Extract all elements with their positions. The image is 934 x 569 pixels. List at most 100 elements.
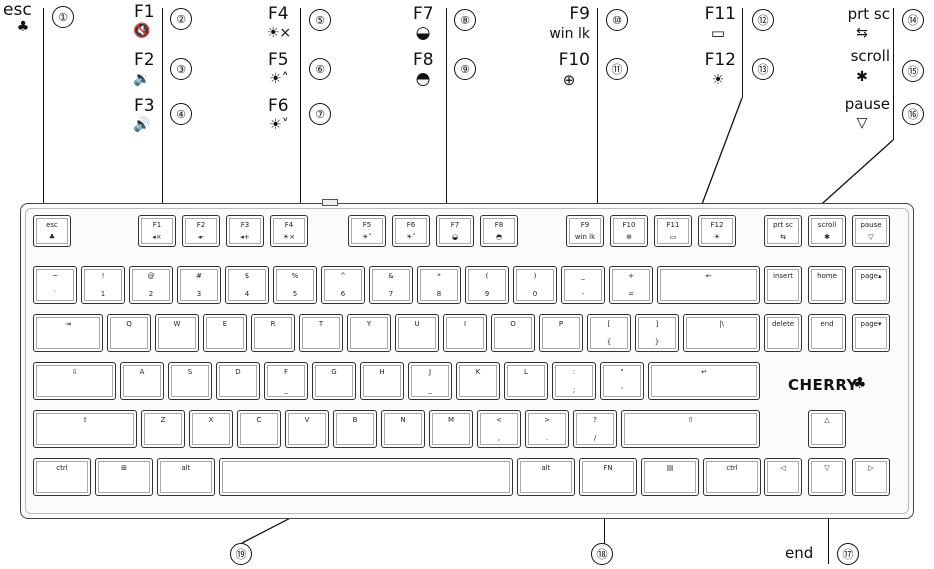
key-symbol[interactable]: ▽ (808, 458, 846, 496)
key-symbol[interactable]: "' (600, 362, 644, 400)
key-r[interactable]: R (251, 314, 295, 352)
key-f3[interactable]: F3◂+ (226, 215, 264, 247)
key-symbol[interactable]: <, (477, 410, 521, 448)
key-symbol[interactable]: )0 (513, 266, 557, 304)
key-legend-bottom: 6 (340, 290, 346, 298)
key-f8[interactable]: F8◓ (480, 215, 518, 247)
key-ctrl[interactable]: ctrl (703, 458, 761, 496)
key-f11[interactable]: F11▭ (654, 215, 692, 247)
key-d[interactable]: D (216, 362, 260, 400)
key-legend-top: FN (603, 464, 613, 472)
key-symbol[interactable]: ⊞ (95, 458, 153, 496)
key-f6[interactable]: F6☀˅ (392, 215, 430, 247)
key-l[interactable]: L (504, 362, 548, 400)
key-symbol[interactable]: ← (657, 266, 760, 304)
key-pause[interactable]: pause▽ (852, 215, 890, 247)
key-symbol[interactable]: ⇧ (33, 410, 137, 448)
key-symbol[interactable]: ⇩ (33, 362, 116, 400)
key-f4[interactable]: F4☀× (270, 215, 308, 247)
key-symbol[interactable]: △ (808, 410, 846, 448)
key-end[interactable]: end (808, 314, 846, 352)
key-page[interactable]: page▾ (852, 314, 890, 352)
key-legend-top: C (256, 416, 262, 424)
key-legend-top: ⇧ (82, 416, 88, 424)
key-alt[interactable]: alt (157, 458, 215, 496)
key-scroll[interactable]: scroll✱ (808, 215, 846, 247)
key-symbol[interactable]: #3 (177, 266, 221, 304)
key-page[interactable]: page▴ (852, 266, 890, 304)
key-m[interactable]: M (429, 410, 473, 448)
key-n[interactable]: N (381, 410, 425, 448)
key-symbol[interactable]: !1 (81, 266, 125, 304)
callout-label-f2: F2 (134, 50, 155, 70)
key-symbol[interactable]: += (609, 266, 653, 304)
key-i[interactable]: I (443, 314, 487, 352)
key-c[interactable]: C (237, 410, 281, 448)
key-symbol[interactable]: ⇧ (621, 410, 760, 448)
key-f1[interactable]: F1◂× (138, 215, 176, 247)
key-v[interactable]: V (285, 410, 329, 448)
key-p[interactable]: P (539, 314, 583, 352)
key-legend-top: E (222, 320, 228, 328)
key-symbol[interactable]: >. (525, 410, 569, 448)
key-o[interactable]: O (491, 314, 535, 352)
key-symbol[interactable]: _- (561, 266, 605, 304)
key-f[interactable]: F_ (264, 362, 308, 400)
key-legend-top: F1 (152, 221, 162, 229)
key-blank[interactable] (219, 458, 513, 496)
key-legend-top: page▾ (860, 320, 882, 328)
key-symbol[interactable]: ~` (33, 266, 77, 304)
key-symbol[interactable]: @2 (129, 266, 173, 304)
key-f5[interactable]: F5☀˄ (348, 215, 386, 247)
key-symbol[interactable]: $4 (225, 266, 269, 304)
key-g[interactable]: G (312, 362, 356, 400)
key-j[interactable]: J_ (408, 362, 452, 400)
key-s[interactable]: S (168, 362, 212, 400)
key-fn[interactable]: FN (579, 458, 637, 496)
key-f7[interactable]: F7◒ (436, 215, 474, 247)
key-symbol[interactable]: *8 (417, 266, 461, 304)
key-legend-bottom: { (606, 338, 612, 346)
key-u[interactable]: U (395, 314, 439, 352)
key-symbol[interactable]: ⇥ (33, 314, 103, 352)
key-a[interactable]: A (120, 362, 164, 400)
key-home[interactable]: home (808, 266, 846, 304)
key-symbol[interactable]: (9 (465, 266, 509, 304)
key-f10[interactable]: F10⊕ (610, 215, 648, 247)
key-symbol[interactable]: ◁ (764, 458, 802, 496)
key-esc[interactable]: esc♣ (33, 215, 71, 247)
key-prt-sc[interactable]: prt sc⇆ (764, 215, 802, 247)
key-symbol[interactable]: &7 (369, 266, 413, 304)
key-symbol[interactable]: |\ (683, 314, 760, 352)
key-symbol[interactable]: ▷ (852, 458, 890, 496)
key-w[interactable]: W (155, 314, 199, 352)
key-f12[interactable]: F12☀ (698, 215, 736, 247)
key-h[interactable]: H (360, 362, 404, 400)
key-x[interactable]: X (189, 410, 233, 448)
key-symbol[interactable]: ^6 (321, 266, 365, 304)
key-symbol[interactable]: ]} (635, 314, 679, 352)
key-y[interactable]: Y (347, 314, 391, 352)
key-alt[interactable]: alt (517, 458, 575, 496)
key-symbol[interactable]: ▤ (641, 458, 699, 496)
key-b[interactable]: B (333, 410, 377, 448)
globe-icon: ⊕ (562, 71, 576, 89)
callout-label-f1: F1 (134, 2, 155, 22)
key-symbol[interactable]: [{ (587, 314, 631, 352)
key-symbol[interactable]: :; (552, 362, 596, 400)
key-legend-bottom: 4 (244, 290, 250, 298)
key-insert[interactable]: insert (764, 266, 802, 304)
key-symbol[interactable]: %5 (273, 266, 317, 304)
key-z[interactable]: Z (141, 410, 185, 448)
key-symbol[interactable]: ?/ (573, 410, 617, 448)
key-e[interactable]: E (203, 314, 247, 352)
key-ctrl[interactable]: ctrl (33, 458, 91, 496)
key-k[interactable]: K (456, 362, 500, 400)
key-legend-bottom: ` (53, 290, 57, 298)
key-f2[interactable]: F2◂- (182, 215, 220, 247)
key-q[interactable]: Q (107, 314, 151, 352)
key-symbol[interactable]: ↵ (648, 362, 760, 400)
key-delete[interactable]: delete (764, 314, 802, 352)
key-t[interactable]: T (299, 314, 343, 352)
